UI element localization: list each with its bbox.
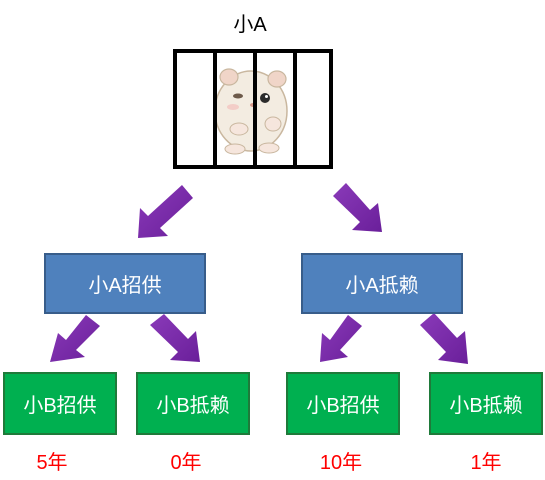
a-deny-label: 小A抵赖 bbox=[345, 275, 419, 297]
prisoner-a-title: 小A bbox=[233, 14, 267, 36]
b-deny-box-2: 小B抵赖 bbox=[429, 372, 543, 435]
sentence-4: 1年 bbox=[470, 452, 502, 474]
b-confess-box-1: 小B招供 bbox=[3, 372, 117, 435]
arrow-to-a-deny bbox=[333, 183, 382, 232]
arrow-to-b-confess-2 bbox=[320, 315, 362, 362]
a-deny-box: 小A抵赖 bbox=[301, 253, 463, 314]
sentence-1: 5年 bbox=[36, 452, 68, 474]
b-deny-label-1: 小B抵赖 bbox=[156, 395, 230, 417]
a-confess-box: 小A招供 bbox=[44, 253, 206, 314]
arrow-to-b-deny-2 bbox=[420, 313, 468, 364]
b-confess-label-2: 小B招供 bbox=[306, 395, 380, 417]
arrow-to-b-confess-1 bbox=[50, 315, 100, 362]
arrow-to-a-confess bbox=[138, 185, 193, 238]
hamster-icon bbox=[173, 49, 333, 169]
b-confess-box-2: 小B招供 bbox=[286, 372, 400, 435]
arrow-to-b-deny-1 bbox=[150, 314, 200, 362]
b-confess-label-1: 小B招供 bbox=[23, 395, 97, 417]
b-deny-box-1: 小B抵赖 bbox=[136, 372, 250, 435]
cage-illustration bbox=[173, 49, 333, 169]
sentence-2: 0年 bbox=[170, 452, 202, 474]
a-confess-label: 小A招供 bbox=[88, 275, 162, 297]
b-deny-label-2: 小B抵赖 bbox=[449, 395, 523, 417]
sentence-3: 10年 bbox=[319, 452, 363, 474]
